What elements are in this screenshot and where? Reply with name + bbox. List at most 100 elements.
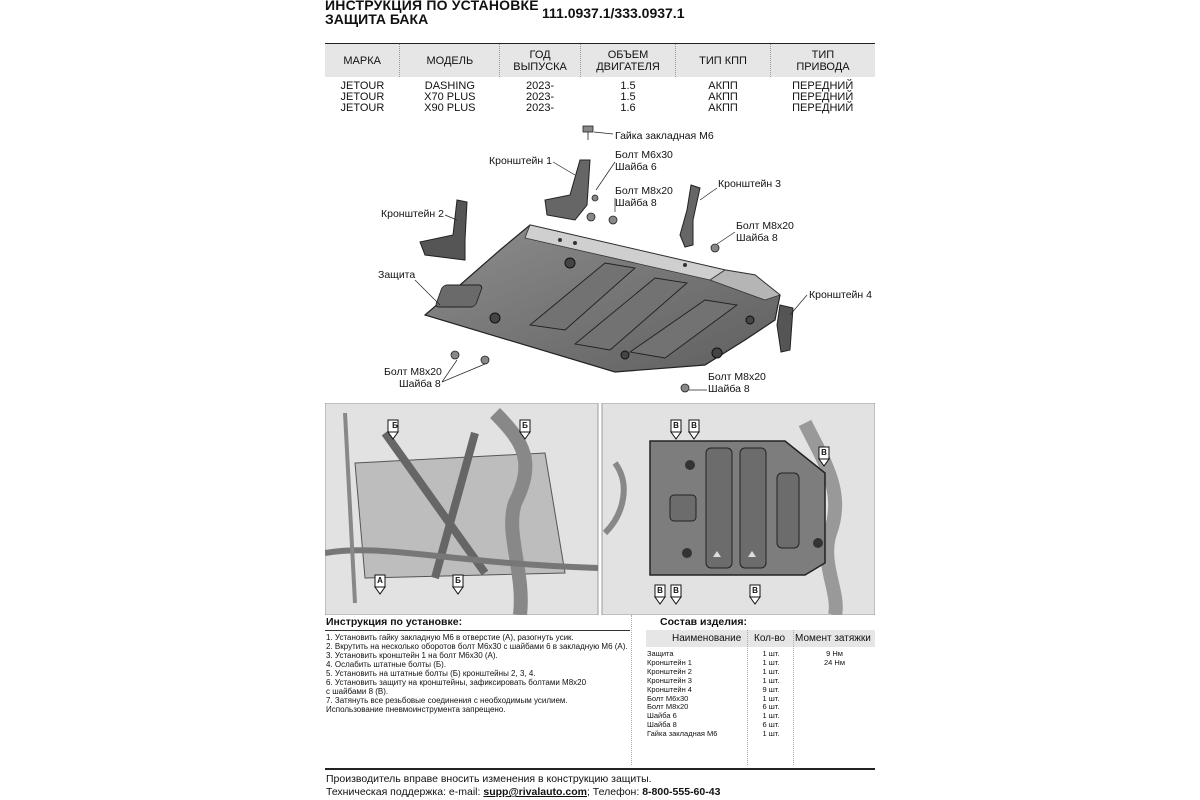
label-washer-8-a: Шайба 8	[615, 197, 657, 209]
bracket-4-part	[776, 304, 794, 353]
marker-b-1	[387, 419, 399, 440]
label-bolt-m8x20-b: Болт М8х20	[736, 220, 794, 232]
installation-photos	[325, 403, 875, 615]
label-bracket-2: Кронштейн 2	[381, 208, 444, 220]
instructions-list: 1. Установить гайку закладную М6 в отвер…	[326, 633, 631, 714]
component-torque: 9 Нм	[826, 649, 843, 658]
marker-b-text: Б	[392, 421, 398, 430]
support-line: Техническая поддержка: e-mail: supp@riva…	[326, 786, 720, 798]
components-header-qty: Кол-во	[754, 633, 786, 644]
label-guard: Защита	[378, 269, 416, 281]
component-name: Гайка закладная М6	[647, 729, 718, 739]
marker-v-4	[654, 584, 666, 605]
support-phone: 8-800-555-60-43	[642, 786, 721, 798]
instruction-step: 2. Вкрутить на несколько оборотов болт М…	[326, 642, 628, 651]
label-bracket-4: Кронштейн 4	[809, 289, 872, 301]
label-nut-m6: Гайка закладная М6	[615, 130, 714, 142]
label-washer-8-b: Шайба 8	[736, 232, 778, 244]
component-qty: 1 шт.	[762, 666, 780, 676]
component-qty: 1 шт.	[762, 711, 780, 721]
marker-v-text: В	[691, 421, 697, 430]
component-qty: 6 шт.	[762, 720, 780, 730]
component-qty: 1 шт.	[762, 729, 780, 739]
component-name: Шайба 6	[647, 711, 677, 721]
instruction-step: 5. Установить на штатные болты (Б) кронш…	[326, 669, 536, 678]
document-subtitle: ЗАЩИТА БАКА	[325, 11, 429, 27]
component-name: Шайба 8	[647, 720, 677, 730]
marker-v-text: В	[673, 586, 679, 595]
instruction-step: 7. Затянуть все резьбовые соединения с н…	[326, 696, 568, 705]
components-names: Защита Кронштейн 1 Кронштейн 2 Кронштейн…	[647, 649, 747, 739]
label-bolt-m8x20-a: Болт М8х20	[615, 185, 673, 197]
components-header: Наименование Кол-во Момент затяжки	[646, 630, 875, 647]
marker-v-text: В	[657, 586, 663, 595]
instructions-title: Инструкция по установке:	[326, 616, 463, 628]
instructions-rule	[325, 630, 630, 631]
spec-header-model: МОДЕЛЬ	[399, 44, 500, 77]
document-title: ИНСТРУКЦИЯ ПО УСТАНОВКЕ	[325, 0, 539, 13]
guard-plate	[423, 224, 781, 373]
support-email-link[interactable]: supp@rivalauto.com	[483, 786, 587, 798]
bracket-1-part	[544, 159, 591, 221]
component-qty: 6 шт.	[762, 702, 780, 712]
component-name: Болт М8х20	[647, 702, 689, 712]
component-qty: 9 шт.	[762, 684, 780, 694]
components-header-name: Наименование	[672, 633, 742, 644]
label-washer-8-d: Шайба 8	[708, 383, 750, 395]
component-name: Кронштейн 1	[647, 657, 692, 667]
column-separator	[631, 615, 633, 765]
photo-markers	[374, 419, 830, 605]
component-name: Кронштейн 2	[647, 666, 692, 676]
marker-v-text: В	[752, 586, 758, 595]
marker-v-2	[688, 419, 700, 440]
component-name: Защита	[647, 649, 674, 658]
label-washer-8-c: Шайба 8	[399, 378, 441, 390]
label-bolt-m8x20-d: Болт М8х20	[708, 371, 766, 383]
instruction-step: 4. Ослабить штатные болты (Б).	[326, 660, 447, 669]
manufacturer-note: Производитель вправе вносить изменения в…	[326, 773, 652, 785]
marker-v-3	[818, 446, 830, 467]
instruction-step: с шайбами 8 (В).	[326, 687, 389, 696]
marker-v-6	[749, 584, 761, 605]
marker-b-text: Б	[522, 421, 528, 430]
label-washer-6: Шайба 6	[615, 161, 657, 173]
label-bracket-3: Кронштейн 3	[718, 178, 781, 190]
component-qty: 1 шт.	[762, 649, 780, 658]
component-name: Кронштейн 3	[647, 675, 692, 685]
component-name: Болт М6х30	[647, 693, 689, 703]
phone-label: ; Телефон:	[586, 786, 643, 798]
bottom-rule	[325, 768, 875, 770]
components-divider	[747, 630, 749, 765]
marker-b-2	[519, 419, 531, 440]
marker-v-text: В	[673, 421, 679, 430]
label-bracket-1: Кронштейн 1	[489, 155, 552, 167]
instruction-step: Использование пневмоинструмента запрещен…	[326, 705, 506, 714]
support-label: Техническая поддержка: e-mail:	[326, 786, 484, 798]
component-qty: 1 шт.	[762, 693, 780, 703]
components-title: Состав изделия:	[660, 616, 747, 628]
marker-a	[374, 574, 386, 595]
marker-a-text: А	[377, 576, 383, 585]
fasteners	[450, 125, 720, 393]
article-number: 111.0937.1/333.0937.1	[542, 5, 685, 21]
spec-header-brand: МАРКА	[325, 44, 400, 77]
marker-v-1	[670, 419, 682, 440]
component-qty: 1 шт.	[762, 675, 780, 685]
marker-b-text: Б	[455, 576, 461, 585]
components-divider	[793, 630, 795, 765]
leader-lines	[414, 131, 808, 391]
marker-v-text: В	[821, 448, 827, 457]
component-name: Кронштейн 4	[647, 684, 692, 694]
component-qty: 1 шт.	[762, 657, 780, 667]
components-qty: 1 шт. 1 шт. 1 шт. 1 шт. 9 шт. 1 шт. 6 шт…	[748, 649, 794, 739]
bracket-2-part	[419, 199, 468, 261]
photo-after	[601, 403, 875, 615]
label-bolt-m6x30: Болт М6х30	[615, 149, 673, 161]
